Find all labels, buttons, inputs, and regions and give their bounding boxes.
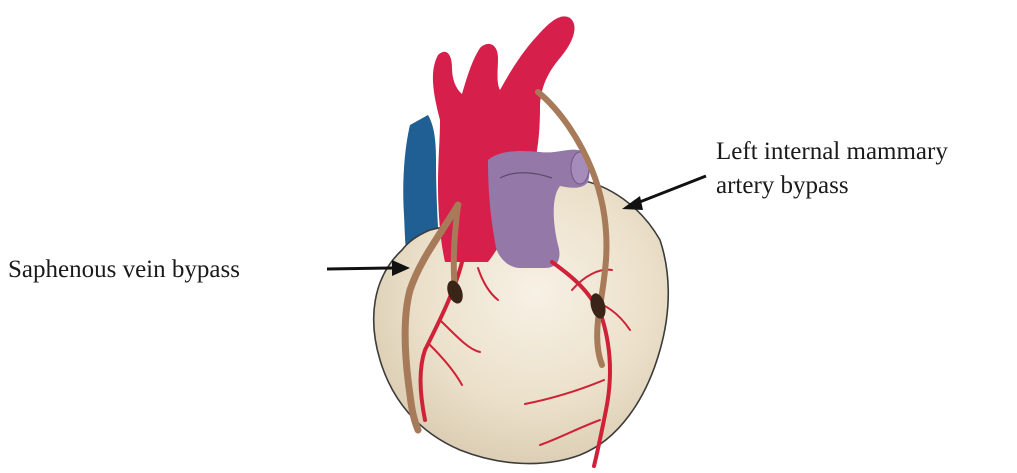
lima-arrow bbox=[622, 176, 706, 210]
lima-label-line1: Left internal mammary bbox=[716, 135, 948, 169]
lima-label: Left internal mammary artery bypass bbox=[716, 135, 948, 203]
lima-label-line2: artery bypass bbox=[716, 169, 948, 203]
saphenous-label: Saphenous vein bypass bbox=[8, 253, 240, 287]
